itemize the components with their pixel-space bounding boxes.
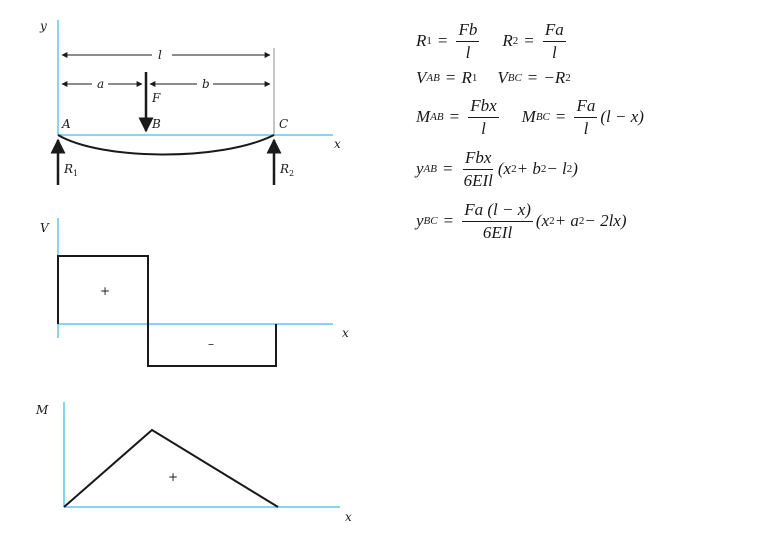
moment-positive-sign: + (168, 470, 178, 484)
moment-x-label: x (345, 510, 352, 524)
shear-diagram: V x + – (40, 218, 349, 367)
moment-curve (63, 428, 279, 508)
beam-diagrams: y x l a b F A B C R1 R2 V x + (35, 19, 352, 524)
shear-x-label: x (342, 326, 349, 340)
moment-diagram: M x + (35, 402, 352, 524)
moment-m-label: M (35, 403, 49, 417)
beam-diagram: y x l a b F A B C R1 R2 (39, 19, 341, 185)
force-label: F (151, 91, 161, 105)
point-c-label: C (279, 117, 288, 131)
beam-x-label: x (334, 137, 341, 151)
dim-l-label: l (158, 48, 162, 62)
deflection-curve (57, 134, 275, 156)
point-a-label: A (61, 117, 71, 131)
shear-curve (57, 255, 277, 367)
dim-b-label: b (202, 77, 210, 91)
shear-positive-sign: + (100, 284, 110, 298)
reaction-r1-label: R1 (63, 162, 78, 178)
point-b-label: B (151, 117, 161, 131)
beam-y-label: y (39, 19, 47, 33)
shear-v-label: V (40, 221, 50, 235)
reaction-r2-label: R2 (279, 162, 294, 178)
dim-a-label: a (97, 77, 104, 91)
shear-negative-sign: – (208, 337, 214, 351)
